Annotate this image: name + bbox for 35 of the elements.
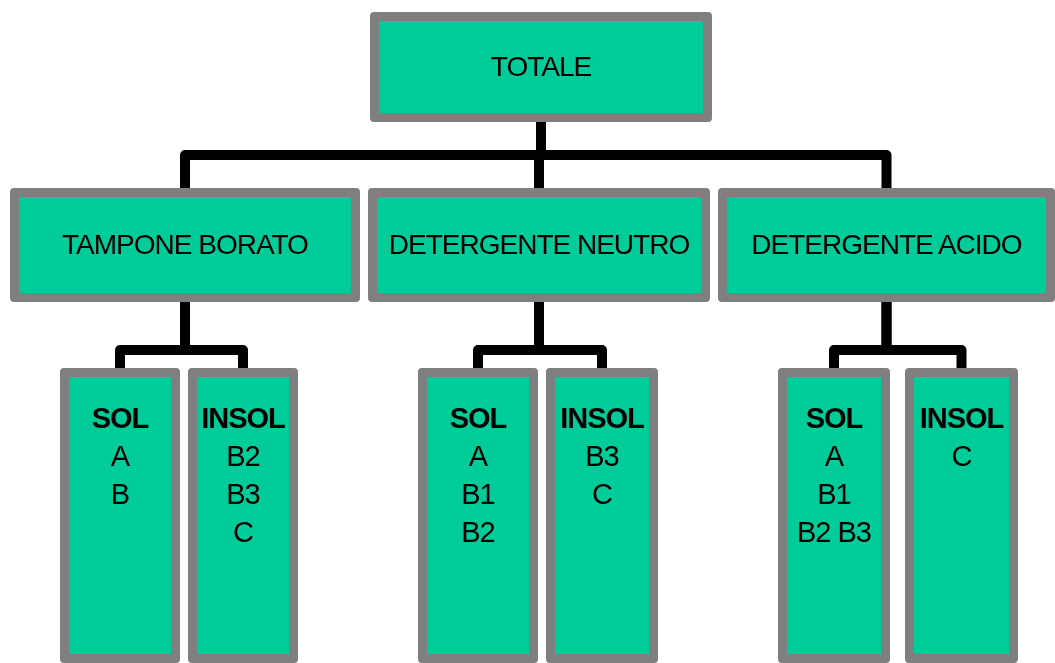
- connector-line: [881, 302, 967, 368]
- box-label: B1: [461, 477, 495, 512]
- category-box: [418, 368, 538, 663]
- column-heading: SOL: [449, 401, 507, 436]
- category-box: [370, 12, 712, 122]
- box-label: B: [110, 477, 130, 512]
- box-label: C: [233, 515, 253, 550]
- column-heading: INSOL: [919, 401, 1004, 436]
- category-box: [905, 368, 1018, 663]
- column-heading: INSOL: [560, 401, 644, 436]
- box-label: DETERGENTE ACIDO: [751, 228, 1022, 262]
- category-box: [10, 188, 360, 302]
- category-box: [368, 188, 710, 302]
- category-box: [718, 188, 1055, 302]
- column-heading: SOL: [91, 401, 149, 436]
- box-label: B1: [817, 477, 851, 512]
- box-label: A: [468, 439, 488, 474]
- box-label: B3: [585, 439, 619, 474]
- box-label: B2: [226, 439, 260, 474]
- box-label: TOTALE: [490, 50, 592, 84]
- box-label: C: [951, 439, 972, 474]
- box-label: C: [592, 477, 612, 512]
- category-box: [188, 368, 298, 663]
- column-heading: SOL: [805, 401, 863, 436]
- box-label: DETERGENTE NEUTRO: [388, 228, 690, 262]
- category-box: [60, 368, 180, 663]
- box-label: A: [824, 439, 844, 474]
- box-label: A: [110, 439, 130, 474]
- column-heading: INSOL: [201, 401, 285, 436]
- box-label: B3: [226, 477, 260, 512]
- box-label: B2: [461, 515, 495, 550]
- box-label: TAMPONE BORATO: [62, 228, 308, 262]
- category-box: [546, 368, 658, 663]
- category-box: [778, 368, 890, 663]
- box-label: B2 B3: [797, 515, 871, 550]
